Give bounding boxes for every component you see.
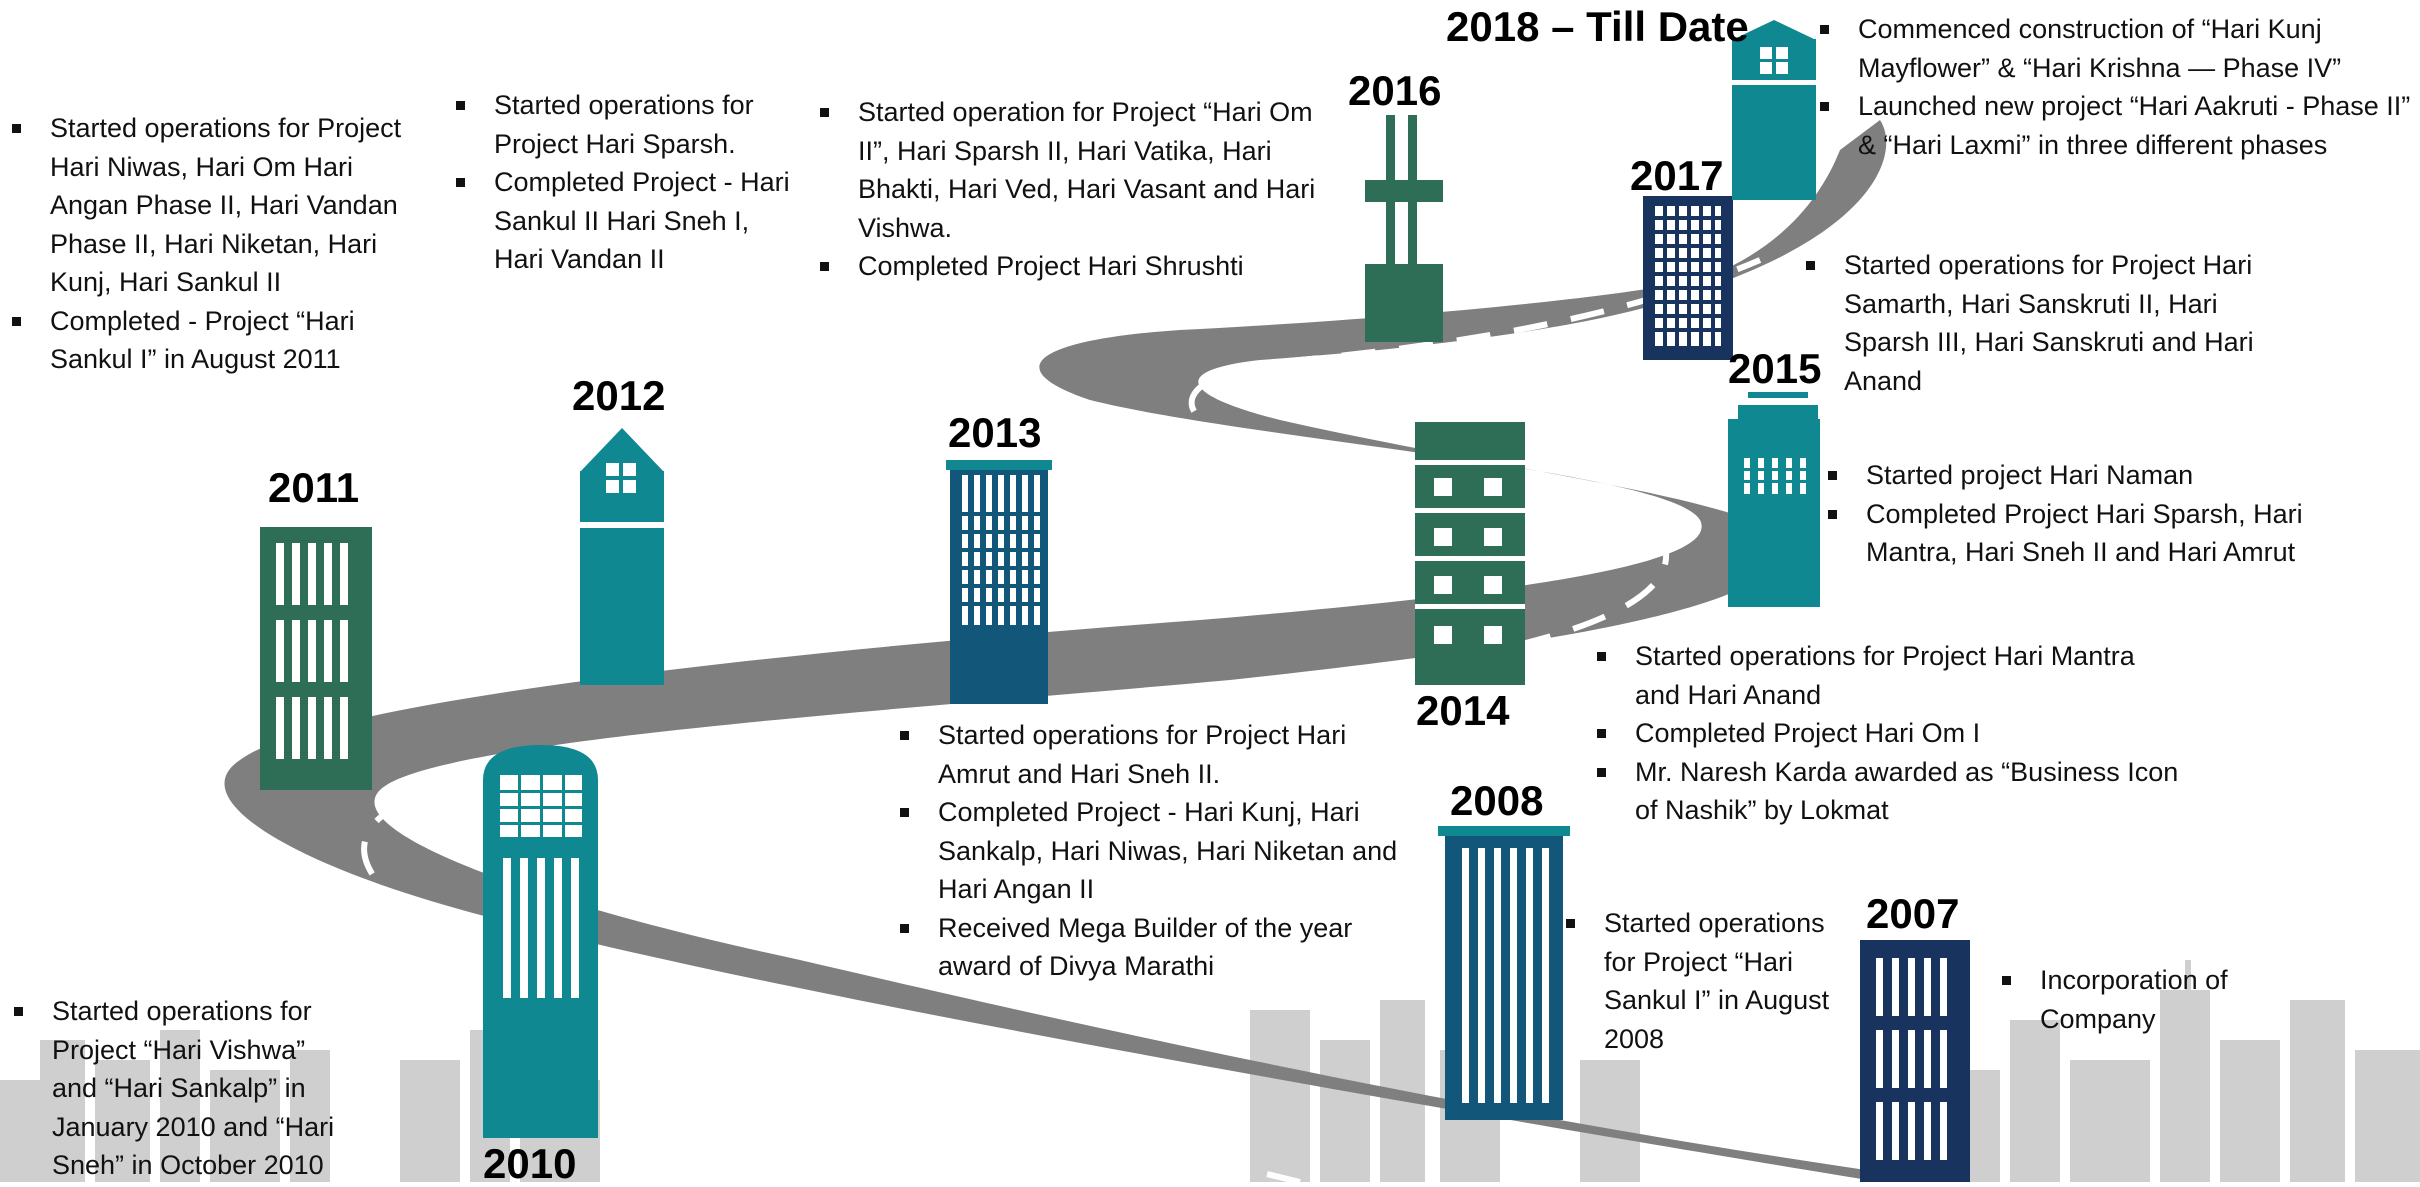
milestone-item: Completed Project - Hari Kunj, Hari Sank…: [900, 793, 1400, 909]
milestone-item: Completed Project - Hari Sankul II Hari …: [456, 163, 796, 279]
building-2008: [1438, 826, 1570, 1120]
milestone-item: Started operation for Project “Hari Om I…: [820, 93, 1320, 247]
milestone-item: Mr. Naresh Karda awarded as “Business Ic…: [1597, 753, 2187, 830]
milestone-notes-2012: Started operations for Project Hari Spar…: [456, 86, 796, 279]
milestone-notes-2013: Started operations for Project Hari Amru…: [900, 716, 1400, 986]
year-label-2011: 2011: [268, 464, 360, 511]
milestone-item: Started project Hari Naman: [1828, 456, 2328, 495]
milestone-item: Started operations for Project Hari Mant…: [1597, 637, 2187, 714]
milestone-item: Received Mega Builder of the year award …: [900, 909, 1400, 986]
year-label-2008: 2008: [1450, 777, 1544, 824]
milestone-notes-2017: Started operations for Project Hari Sama…: [1806, 246, 2306, 400]
year-label-2013: 2013: [948, 409, 1042, 456]
building-2017: [1643, 196, 1733, 360]
year-label-2018: 2018 – Till Date: [1446, 3, 1749, 50]
road-surface: [224, 120, 1950, 1182]
building-2018: [1732, 20, 1816, 200]
building-2014: [1415, 422, 1525, 685]
milestone-item: Completed - Project “Hari Sankul I” in A…: [12, 302, 412, 379]
building-2007: [1860, 940, 1970, 1182]
milestone-notes-2007: Incorporation of Company: [2002, 961, 2262, 1038]
milestone-item: Started operations for Project Hari Sama…: [1806, 246, 2306, 400]
milestone-notes-2016: Started operation for Project “Hari Om I…: [820, 93, 1320, 286]
year-label-2016: 2016: [1348, 67, 1442, 114]
milestone-item: Started operations for Project Hari Spar…: [456, 86, 796, 163]
building-2015: [1728, 392, 1820, 607]
skyline-right: [1250, 960, 2420, 1182]
year-label-2010: 2010: [483, 1140, 577, 1187]
year-label-2012: 2012: [572, 372, 666, 419]
milestone-item: Started operations for Project Hari Niwa…: [12, 109, 412, 302]
milestone-item: Commenced construction of “Hari Kunj May…: [1820, 10, 2415, 87]
milestone-notes-2015: Started project Hari Naman Completed Pro…: [1828, 456, 2328, 572]
milestone-notes-2014: Started operations for Project Hari Mant…: [1597, 637, 2187, 830]
building-2013: [946, 460, 1052, 704]
building-2012: [580, 428, 664, 685]
milestone-notes-2011: Started operations for Project Hari Niwa…: [12, 109, 412, 379]
year-label-2017: 2017: [1630, 152, 1724, 199]
milestone-item: Completed Project Hari Om I: [1597, 714, 2187, 753]
milestone-notes-2008: Started operations for Project “Hari San…: [1566, 904, 1856, 1058]
year-label-2007: 2007: [1866, 890, 1960, 937]
milestone-item: Completed Project Hari Shrushti: [820, 247, 1320, 286]
milestone-item: Started operations for Project Hari Amru…: [900, 716, 1400, 793]
year-label-2014: 2014: [1416, 687, 1510, 734]
building-2011-windows: [276, 543, 348, 759]
milestone-item: Launched new project “Hari Aakruti - Pha…: [1820, 87, 2415, 164]
milestone-item: Started operations for Project “Hari San…: [1566, 904, 1856, 1058]
building-2016: [1365, 115, 1443, 342]
year-label-2015: 2015: [1728, 345, 1822, 392]
milestone-item: Completed Project Hari Sparsh, Hari Mant…: [1828, 495, 2328, 572]
building-2010: [483, 745, 598, 1138]
milestone-notes-2010: Started operations for Project “Hari Vis…: [14, 992, 354, 1185]
building-2011: [260, 527, 372, 790]
milestone-notes-2018: Commenced construction of “Hari Kunj May…: [1820, 10, 2415, 164]
milestone-item: Started operations for Project “Hari Vis…: [14, 992, 354, 1185]
milestone-item: Incorporation of Company: [2002, 961, 2262, 1038]
